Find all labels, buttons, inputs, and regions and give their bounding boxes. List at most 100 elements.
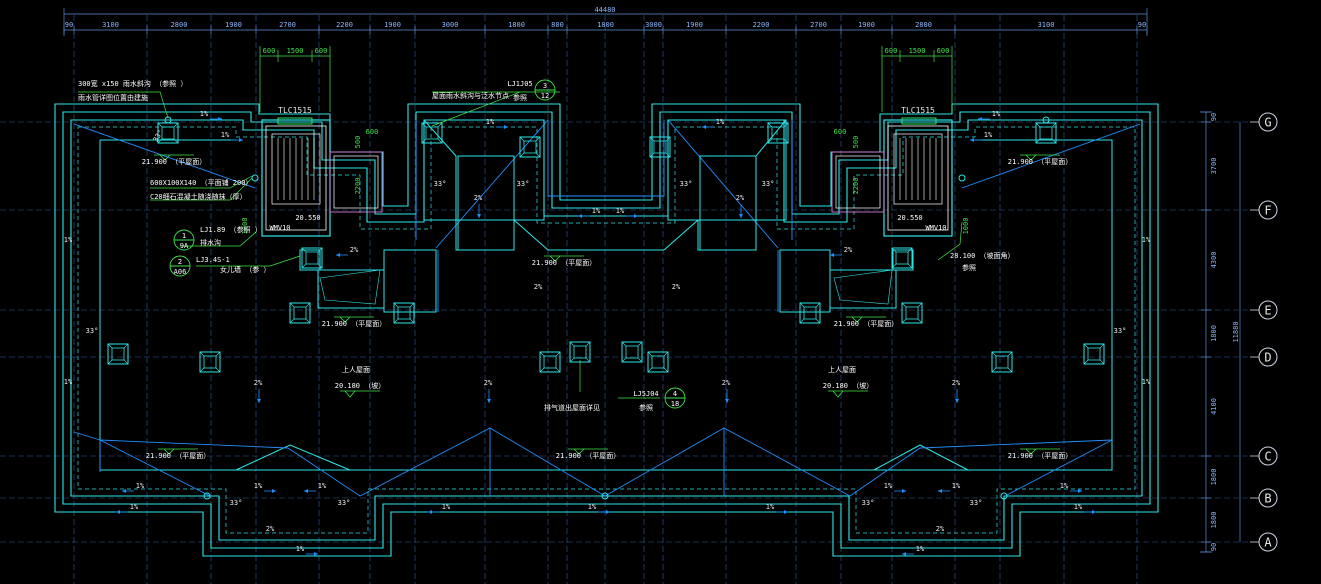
top-dim-label: 3000 [442, 21, 459, 29]
slope-marker: 33° [680, 180, 693, 188]
axis-label: G [1264, 116, 1271, 130]
bubble-3-bot: 12 [541, 92, 549, 100]
svg-text:2%: 2% [534, 283, 543, 291]
slope-marker: 2% [534, 283, 543, 291]
slope-marker: 2% [672, 283, 681, 291]
note-center: 排气道出屋面详见 [544, 403, 600, 412]
note-left-3: LJ1.89 （参照 ） [200, 225, 262, 234]
stair-dims [259, 46, 953, 112]
slope-marker: 1% [116, 503, 139, 514]
right-dim-label: 1800 [1210, 325, 1218, 342]
svg-text:2%: 2% [736, 194, 745, 202]
svg-text:21.900 （平屋面）: 21.900 （平屋面） [1008, 452, 1073, 460]
right-dim-label: 1800 [1210, 469, 1218, 486]
note-top-left-2: 雨水管详图位置由建施 [78, 93, 148, 102]
slope-marker: 1% [1074, 503, 1096, 514]
vent-shaft [649, 136, 671, 158]
svg-text:1%: 1% [588, 503, 597, 511]
bubble-3-top: 3 [543, 82, 547, 90]
svg-text:2%: 2% [722, 379, 731, 387]
vent-shaft [107, 343, 129, 365]
stair-right-dim-2: 1500 [909, 47, 926, 55]
right-total-dimension: 11880 [1232, 321, 1240, 342]
dim-1000-left: 1000 [241, 218, 249, 235]
svg-text:1%: 1% [884, 482, 893, 490]
elevation-markers: 21.900 （平屋面）21.900 （平屋面）21.900 （平屋面）21.9… [142, 154, 1073, 460]
axis-label: C [1264, 450, 1271, 464]
axis-label: F [1264, 204, 1271, 218]
svg-text:1%: 1% [592, 207, 601, 215]
stair-core-right [831, 117, 953, 237]
svg-text:1%: 1% [716, 118, 725, 126]
axis-label: D [1264, 351, 1271, 365]
slope-marker: 33° [762, 180, 775, 188]
stair-left-label: TLC1515 [278, 106, 312, 115]
slope-marker: 2% [952, 379, 961, 403]
vent-shaft [621, 341, 643, 363]
svg-text:21.900 （平屋面）: 21.900 （平屋面） [556, 452, 621, 460]
svg-text:2%: 2% [672, 283, 681, 291]
svg-text:1%: 1% [1142, 378, 1151, 386]
svg-text:1%: 1% [130, 503, 139, 511]
svg-text:1%: 1% [616, 207, 625, 215]
slope-marker: 1% [254, 482, 276, 493]
axis-label: B [1264, 492, 1271, 506]
svg-text:33°: 33° [762, 180, 775, 188]
detail-bubbles [169, 79, 686, 409]
outline-inner [70, 119, 1143, 541]
axis-label: A [1264, 536, 1272, 550]
dim-600-left: 600 [366, 128, 379, 136]
bubble-2-top: 2 [178, 258, 182, 266]
slope-marker: 33° [86, 327, 99, 335]
top-dim-label: 2700 [810, 21, 827, 29]
right-dim-label: 90 [1210, 543, 1218, 551]
stair-right-dim-1: 600 [885, 47, 898, 55]
roof-elev-symbols [340, 390, 868, 398]
note-left-5: 排水沟 [200, 238, 221, 247]
svg-text:1%: 1% [486, 118, 495, 126]
slope-marker: 2% [336, 246, 359, 257]
svg-text:1%: 1% [992, 110, 1001, 118]
svg-text:2%: 2% [350, 246, 359, 254]
svg-text:2%: 2% [254, 379, 263, 387]
svg-text:33°: 33° [434, 180, 447, 188]
note-top-left-1: 300宽 x150 雨水斜沟 （参照 ） [78, 79, 187, 88]
outline-mid [62, 111, 1151, 549]
ridge-lines [73, 119, 1141, 497]
svg-text:1%: 1% [1074, 503, 1083, 511]
slope-marker: 1% [702, 118, 725, 129]
vent-shaft [421, 122, 443, 144]
stair-right-dim-3: 600 [937, 47, 950, 55]
svg-text:1%: 1% [1060, 482, 1069, 490]
bubble-1-bot: 9A [180, 242, 189, 250]
svg-text:1%: 1% [221, 131, 230, 139]
slope-marker: 1% [884, 482, 906, 493]
axis-label: E [1264, 304, 1271, 318]
stair-right-label: TLC1515 [901, 106, 935, 115]
elevation-marker: 21.900 （平屋面） [142, 154, 206, 166]
vent-shaft [301, 247, 323, 269]
slope-marker: 1% [64, 236, 73, 244]
bubble-1-top: 1 [182, 232, 186, 240]
vent-shaft [891, 247, 913, 269]
ref-center: LJ5J04 [633, 390, 658, 398]
slope-marker: 1% [221, 131, 243, 142]
slope-marker: 2% [266, 525, 275, 533]
slope-marker: 1% [428, 503, 451, 514]
slope-marker: 33° [862, 499, 875, 507]
top-dim-label: 3100 [1038, 21, 1055, 29]
top-dim-label: 1800 [508, 21, 525, 29]
slope-marker: 1% [616, 207, 638, 218]
slope-marker: 33° [1114, 327, 1127, 335]
dim-2200-left: 2200 [354, 178, 362, 195]
note-leaders [78, 91, 963, 399]
stair-core-left [261, 117, 383, 237]
top-dim-label: 2200 [753, 21, 770, 29]
svg-text:1%: 1% [64, 236, 73, 244]
top-dim-label: 1900 [858, 21, 875, 29]
top-dim-label: 3000 [645, 21, 662, 29]
note-left-6: 女儿墙 （参 ） [220, 265, 270, 274]
